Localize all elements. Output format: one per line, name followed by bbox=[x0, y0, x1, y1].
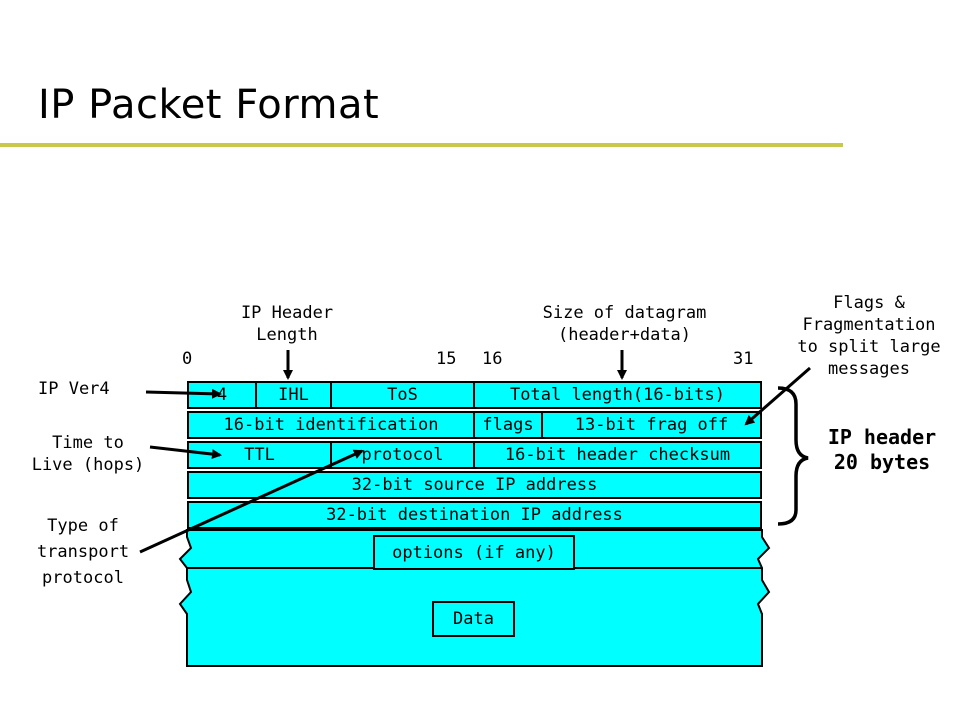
annotation-size: Size of datagram (header+data) bbox=[512, 302, 737, 346]
annotation-flags-line2: Fragmentation bbox=[802, 315, 936, 335]
annotation-proto: Type of transport protocol bbox=[28, 513, 138, 591]
annotation-ihl: IP Header Length bbox=[212, 302, 362, 346]
annotation-proto-line3: protocol bbox=[42, 568, 124, 588]
annotation-header-size: IP header 20 bytes bbox=[812, 425, 952, 475]
field-tos: ToS bbox=[330, 381, 475, 409]
annotation-header-line2: 20 bytes bbox=[833, 450, 931, 474]
field-destination-address: 32-bit destination IP address bbox=[187, 501, 762, 529]
arrow-protocol bbox=[139, 449, 364, 554]
field-version: 4 bbox=[187, 381, 257, 409]
annotation-ttl-line2: Live (hops) bbox=[31, 455, 145, 475]
packet-body-outline bbox=[178, 529, 771, 667]
field-source-address: 32-bit source IP address bbox=[187, 471, 762, 499]
annotation-proto-line2: transport bbox=[36, 542, 130, 562]
annotation-flags-line4: messages bbox=[828, 359, 910, 379]
bit-marker-31: 31 bbox=[733, 349, 754, 369]
annotation-size-line1: Size of datagram bbox=[542, 303, 707, 323]
bit-marker-0: 0 bbox=[182, 349, 193, 369]
arrow-flags bbox=[744, 366, 811, 426]
annotation-flags-line1: Flags & bbox=[833, 293, 905, 313]
arrow-ver bbox=[145, 388, 222, 399]
annotation-flags: Flags & Fragmentation to split large mes… bbox=[782, 292, 956, 380]
field-options: options (if any) bbox=[373, 535, 575, 570]
annotation-ttl-line1: Time to bbox=[52, 433, 124, 453]
field-frag-offset: 13-bit frag off bbox=[541, 411, 762, 439]
field-total-length: Total length(16-bits) bbox=[473, 381, 762, 409]
annotation-ver: IP Ver4 bbox=[38, 379, 110, 399]
annotation-flags-line3: to split large bbox=[797, 337, 941, 357]
field-identification: 16-bit identification bbox=[187, 411, 475, 439]
arrow-ttl bbox=[149, 445, 222, 460]
field-flags: flags bbox=[473, 411, 543, 439]
field-checksum: 16-bit header checksum bbox=[473, 441, 762, 469]
bit-marker-16: 16 bbox=[482, 349, 503, 369]
annotation-size-line2: (header+data) bbox=[557, 325, 692, 345]
bit-marker-15: 15 bbox=[436, 349, 457, 369]
annotation-ihl-line1: IP Header bbox=[240, 303, 334, 323]
annotation-proto-line1: Type of bbox=[47, 516, 119, 536]
field-ihl: IHL bbox=[255, 381, 332, 409]
annotation-header-line1: IP header bbox=[827, 425, 937, 449]
slide-title: IP Packet Format bbox=[38, 82, 380, 128]
header-brace bbox=[777, 386, 809, 526]
title-underline bbox=[0, 143, 843, 147]
field-data: Data bbox=[432, 601, 515, 637]
annotation-ttl: Time to Live (hops) bbox=[18, 432, 158, 476]
annotation-ihl-line2: Length bbox=[256, 325, 318, 345]
